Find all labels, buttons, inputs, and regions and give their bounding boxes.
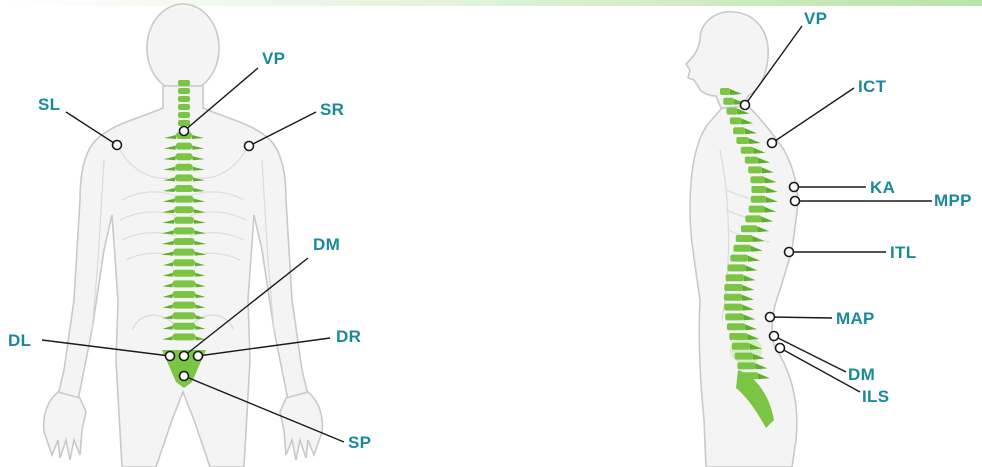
label-map: MAP <box>836 309 875 328</box>
label-ka: KA <box>870 178 895 197</box>
label-ict: ICT <box>858 77 887 96</box>
label-ils: ILS <box>862 387 889 406</box>
label-dr: DR <box>336 327 361 346</box>
label-vp-back: VP <box>262 49 285 68</box>
marker-ict: ICT <box>768 77 887 148</box>
label-mpp: MPP <box>934 191 972 210</box>
marker-dm-back-point <box>180 352 189 361</box>
marker-map: MAP <box>766 309 875 328</box>
marker-ka: KA <box>790 178 896 197</box>
label-dm-back: DM <box>313 235 340 254</box>
back-left-hand <box>44 392 86 460</box>
label-sp: SP <box>348 433 371 452</box>
back-view-figure <box>44 4 323 467</box>
label-dm-side: DM <box>848 365 875 384</box>
back-right-hand <box>280 392 322 460</box>
back-head <box>147 4 219 92</box>
label-itl: ITL <box>890 243 916 262</box>
label-sr: SR <box>320 100 344 119</box>
label-dl: DL <box>8 331 31 350</box>
label-sl: SL <box>38 95 60 114</box>
label-vp-side: VP <box>804 9 827 28</box>
side-head <box>686 12 768 110</box>
marker-itl: ITL <box>785 243 917 262</box>
